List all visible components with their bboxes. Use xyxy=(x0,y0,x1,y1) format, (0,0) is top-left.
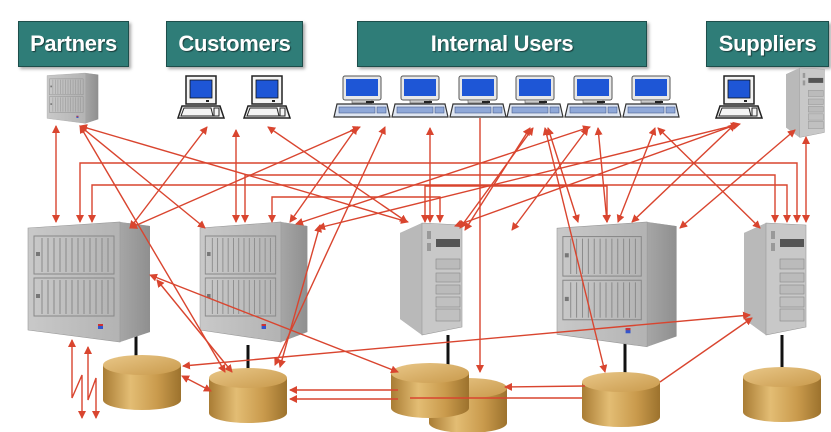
backend-tower-1-icon xyxy=(399,222,463,336)
customer-workstation-icon xyxy=(243,75,291,119)
internal-workstation-icon xyxy=(622,75,680,118)
arrow xyxy=(68,339,86,419)
arrow xyxy=(464,127,531,231)
supplier-tower-server-icon xyxy=(785,67,825,138)
database-2-icon xyxy=(209,368,287,423)
internal-workstation-icon xyxy=(391,75,449,118)
group-label-customers: Customers xyxy=(166,21,303,67)
arrow xyxy=(511,127,589,231)
arrow xyxy=(631,123,736,223)
database-5-icon xyxy=(582,372,660,427)
arrow xyxy=(84,346,100,419)
arrow xyxy=(79,124,409,224)
internal-workstation-icon xyxy=(506,75,564,118)
database-3-icon xyxy=(391,363,469,418)
backend-mainframe-1-icon xyxy=(27,221,151,343)
arrow xyxy=(278,224,322,368)
arrow xyxy=(317,121,741,231)
group-label-partners: Partners xyxy=(18,21,129,67)
database-1-icon xyxy=(103,355,181,410)
internal-workstation-icon xyxy=(449,75,507,118)
arrow xyxy=(504,382,586,391)
arrow xyxy=(182,311,751,370)
group-label-internal-users: Internal Users xyxy=(357,21,647,67)
arrow xyxy=(657,127,761,229)
backend-mainframe-2-icon xyxy=(199,221,308,343)
supplier-workstation-icon xyxy=(715,75,763,119)
arrow xyxy=(679,129,796,229)
arrow xyxy=(181,375,212,392)
arrow xyxy=(659,317,753,383)
customer-workstation-icon xyxy=(177,75,225,119)
internal-workstation-icon xyxy=(564,75,622,118)
database-6-icon xyxy=(743,367,821,422)
backend-tower-2-icon xyxy=(743,222,807,336)
group-label-suppliers: Suppliers xyxy=(706,21,829,67)
internal-workstation-icon xyxy=(333,75,391,118)
arrow xyxy=(129,126,208,229)
partners-mainframe-icon xyxy=(46,72,99,124)
connection-arrows xyxy=(52,118,810,419)
backend-mainframe-3-icon xyxy=(556,221,678,348)
